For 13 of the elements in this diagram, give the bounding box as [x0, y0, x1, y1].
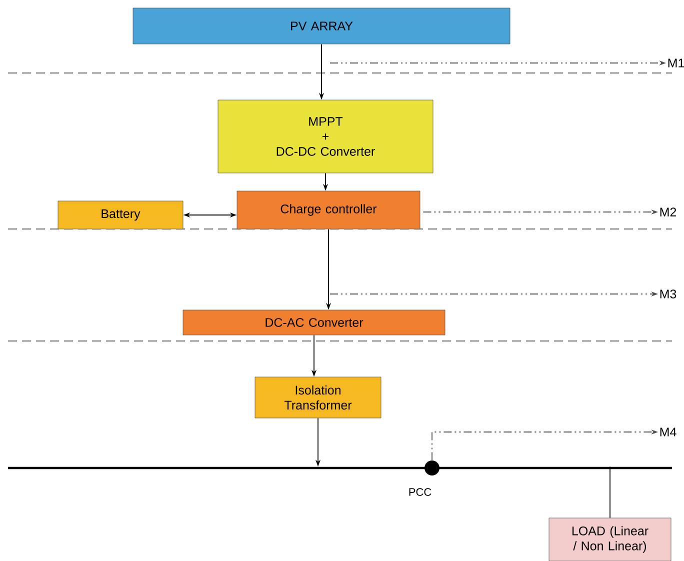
junction-dot: [424, 460, 440, 476]
converter-box: MPPT + DC-DC Converter: [218, 100, 434, 174]
node-caption: PCC: [409, 488, 432, 496]
converter-box: DC-AC Converter: [182, 310, 446, 336]
signal-label: M2: [660, 208, 676, 216]
signal-label: M4: [660, 428, 676, 436]
signal-label: M3: [660, 290, 676, 298]
battery-box: Battery: [58, 200, 184, 230]
load-box: LOAD (Linear / Non Linear): [548, 518, 672, 561]
transformer-box: Isolation Transformer: [254, 376, 382, 418]
controller-box: Charge controller: [236, 190, 420, 230]
array-box: PV ARRAY: [132, 8, 510, 44]
signal-label: M1: [668, 58, 684, 68]
